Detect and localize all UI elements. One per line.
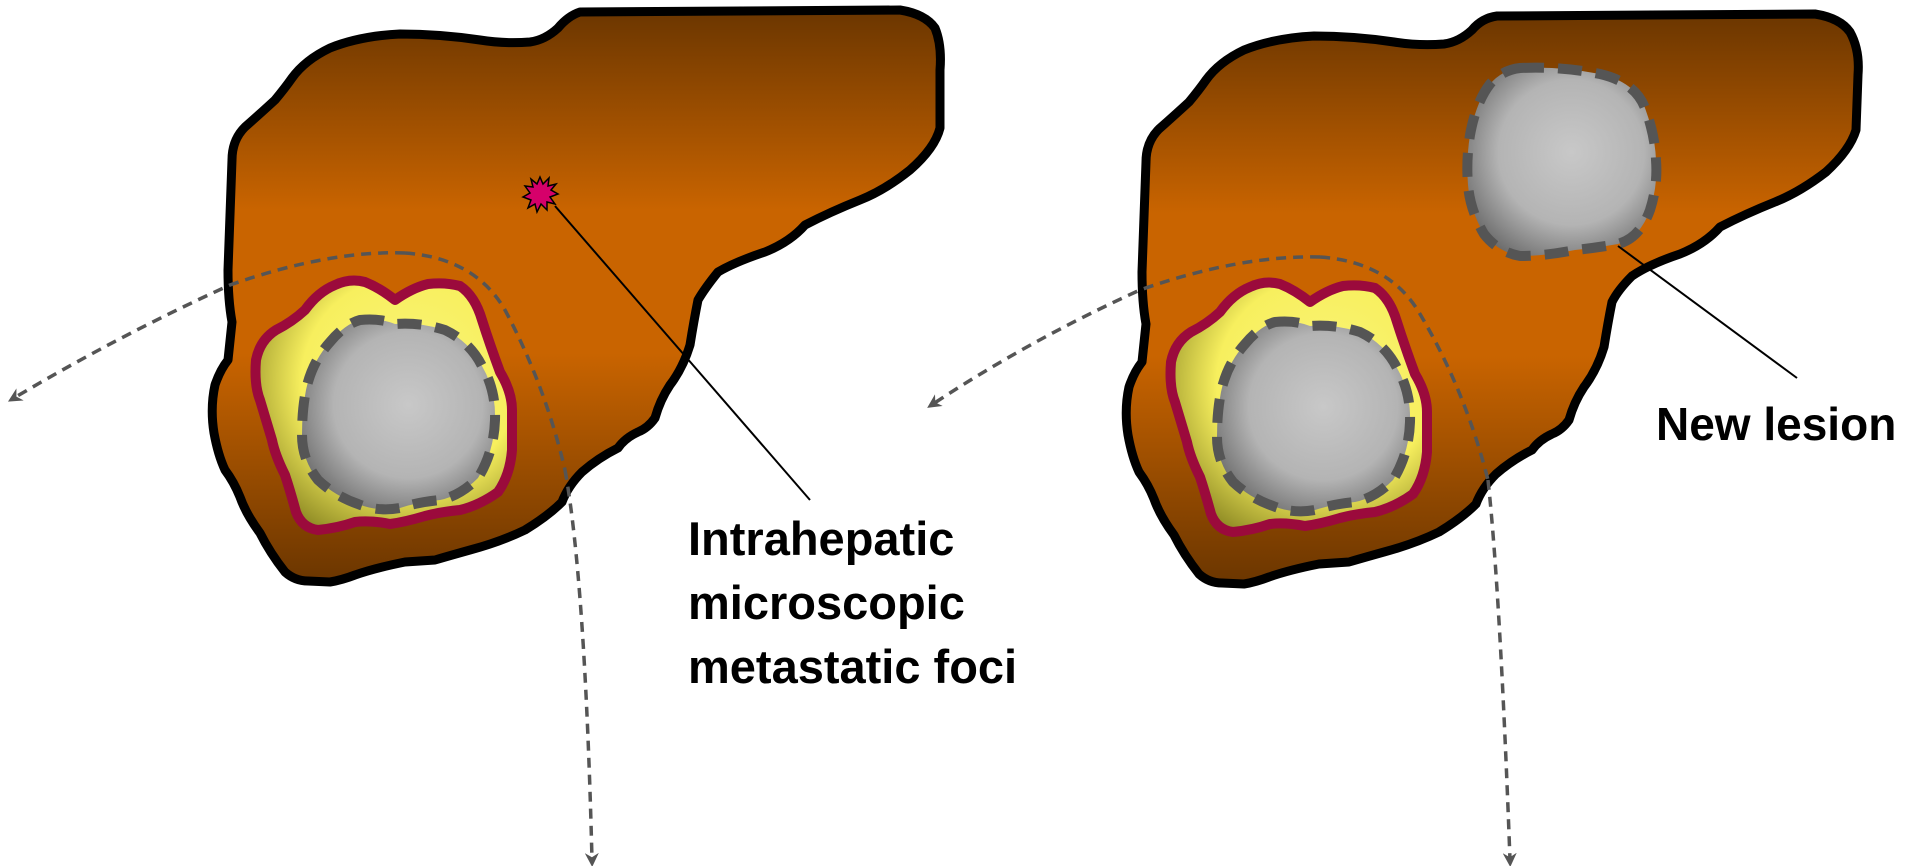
right-new-lesion: [1467, 68, 1656, 256]
right-tumor: [1217, 322, 1410, 512]
left-label-line-1: Intrahepatic: [688, 512, 954, 565]
right-label-new-lesion: New lesion: [1656, 398, 1896, 450]
left-label-line-3: metastatic foci: [688, 640, 1017, 693]
right-dashed-arrow-down: [1488, 480, 1510, 860]
left-tumor: [302, 320, 495, 510]
right-leader-line: [1618, 246, 1797, 378]
left-dashed-arrow-down: [565, 470, 592, 860]
left-label: Intrahepatic microscopic metastatic foci: [688, 512, 1017, 693]
left-label-line-2: microscopic: [688, 576, 965, 629]
left-liver-group: [14, 10, 940, 860]
